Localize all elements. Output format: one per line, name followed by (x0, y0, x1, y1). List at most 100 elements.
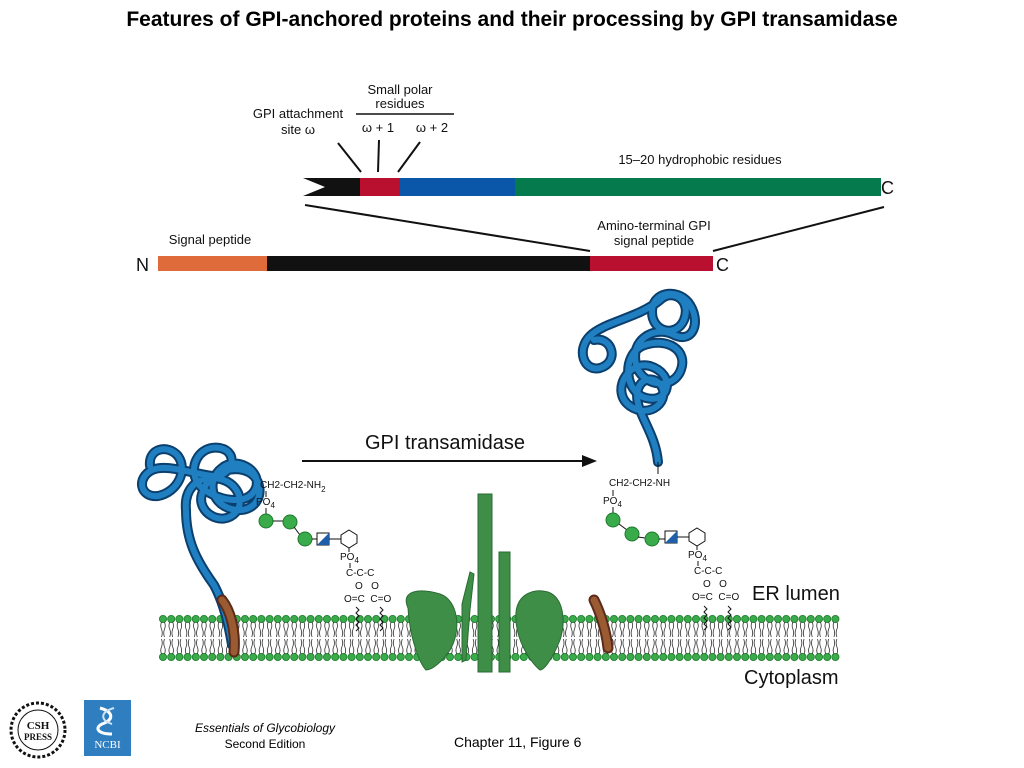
lipid-head-outer (388, 615, 397, 638)
lipid-head-outer (749, 615, 758, 638)
mature-protein-coil (577, 288, 700, 654)
lipid-head-outer (733, 615, 741, 638)
precursor-protein: Signal peptide Amino-terminal GPI signal… (136, 218, 729, 275)
figure-reference: Chapter 11, Figure 6 (454, 734, 582, 750)
left-mannose-1 (258, 513, 274, 529)
lipid-head-inner (798, 638, 807, 661)
amino-terminal-label: Amino-terminal GPI (597, 218, 710, 233)
lipid-head-outer (642, 615, 651, 638)
gpi-figure: GPI attachment site ω Small polar residu… (136, 82, 894, 689)
lipid-head-inner (191, 638, 200, 661)
zoom-line-left (304, 204, 591, 252)
lipid-head-inner (626, 638, 635, 661)
lipid-head-outer (569, 615, 577, 638)
lipid-head-outer (372, 615, 381, 638)
lipid-head-inner (708, 638, 717, 661)
lipid-head-inner (733, 638, 741, 661)
lipid-head-inner (298, 638, 307, 661)
gpi-signal-segment (590, 256, 713, 271)
lipid-head-outer (675, 615, 684, 638)
lipid-head-outer (651, 615, 659, 638)
signal-peptide-label: Signal peptide (169, 232, 251, 247)
lipid-head-outer (806, 615, 815, 638)
right-glycerol-text: C-C-C (694, 566, 722, 577)
lipid-head-outer (782, 615, 791, 638)
lipid-head-outer (175, 615, 184, 638)
book-reference: Essentials of Glycobiology Second Editio… (190, 720, 340, 752)
lipid-head-inner (560, 638, 569, 661)
gpi-transamidase-complex (405, 493, 564, 673)
omega-plus-2-pointer (397, 141, 421, 173)
lipid-head-inner (823, 638, 832, 661)
lipid-head-inner (380, 638, 389, 661)
lipid-head-outer (798, 615, 807, 638)
lipid-head-inner (265, 638, 274, 661)
lipid-head-inner (585, 638, 594, 661)
right-inositol (688, 527, 706, 547)
lipid-head-inner (593, 638, 602, 661)
lipid-head-outer (765, 615, 774, 638)
right-mannose-1 (605, 512, 621, 528)
lipid-head-inner (355, 638, 364, 661)
right-mannose-3 (644, 531, 660, 547)
lipid-head-inner (249, 638, 258, 661)
transamidase-subunit-left (405, 590, 458, 671)
lipid-head-outer (167, 615, 176, 638)
lipid-head-outer (577, 615, 586, 638)
zoom-line-right (712, 206, 885, 252)
c-terminal-detail: GPI attachment site ω Small polar residu… (253, 82, 894, 252)
lipid-head-inner (257, 638, 266, 661)
lipid-head-inner (724, 638, 733, 661)
lipid-head-outer (815, 615, 823, 638)
lipid-head-inner (716, 638, 725, 661)
left-glycerol-text: C-C-C (346, 568, 374, 579)
lipid-head-outer (692, 615, 700, 638)
lipid-head-inner (240, 638, 250, 661)
lipid-head-outer (757, 615, 766, 638)
lipid-head-inner (331, 638, 340, 661)
reaction-arrow-head (582, 455, 597, 467)
transamidase-helix-short (498, 551, 511, 673)
lipid-head-inner (790, 638, 799, 661)
small-polar-segment (360, 178, 400, 196)
omega-plus-1-label: ω + 1 (362, 120, 394, 135)
cshl-press-logo: CSH PRESS (9, 701, 67, 759)
lipid-head-inner (306, 638, 315, 661)
lipid-head-inner (577, 638, 586, 661)
gpi-attachment-label-2: site ω (281, 122, 315, 137)
lipid-head-inner (651, 638, 659, 661)
lipid-head-inner (339, 638, 348, 661)
right-c-terminal-peptide (590, 596, 612, 652)
slide-title: Features of GPI-anchored proteins and th… (126, 8, 898, 31)
lipid-head-outer (831, 615, 840, 638)
lipid-head-outer (339, 615, 348, 638)
lipid-head-outer (257, 615, 266, 638)
hydrophobic-segment (515, 178, 881, 196)
left-phosphate-text: PO4 (256, 497, 275, 510)
ncbi-logo-text: NCBI (94, 739, 121, 751)
ncbi-logo: NCBI (84, 700, 131, 756)
left-amine-text: CH2-CH2-NH2 (260, 480, 326, 494)
lipid-head-outer (183, 615, 192, 638)
lipid-head-inner (183, 638, 192, 661)
lipid-head-outer (470, 615, 479, 638)
lipid-head-inner (683, 638, 692, 661)
lipid-head-inner (757, 638, 766, 661)
lipid-head-inner (454, 638, 463, 661)
lipid-head-outer (610, 615, 618, 638)
lipid-head-inner (774, 638, 782, 661)
book-title: Essentials of Glycobiology (194, 721, 336, 735)
mature-protein-segment (267, 256, 590, 271)
er-lumen-label: ER lumen (752, 583, 840, 605)
gpi-attachment-label: GPI attachment (253, 106, 344, 121)
lipid-head-outer (347, 615, 356, 638)
lipid-head-outer (363, 615, 373, 638)
lipid-head-outer (585, 615, 594, 638)
cytoplasm-label: Cytoplasm (744, 667, 838, 689)
lipid-head-inner (642, 638, 651, 661)
c-terminus-top-label: C (881, 178, 894, 198)
right-phosphate-2-text: PO4 (688, 550, 707, 563)
left-mannose-2 (282, 514, 298, 530)
enzyme-label: GPI transamidase (365, 432, 525, 454)
signal-peptide-segment (158, 256, 267, 271)
